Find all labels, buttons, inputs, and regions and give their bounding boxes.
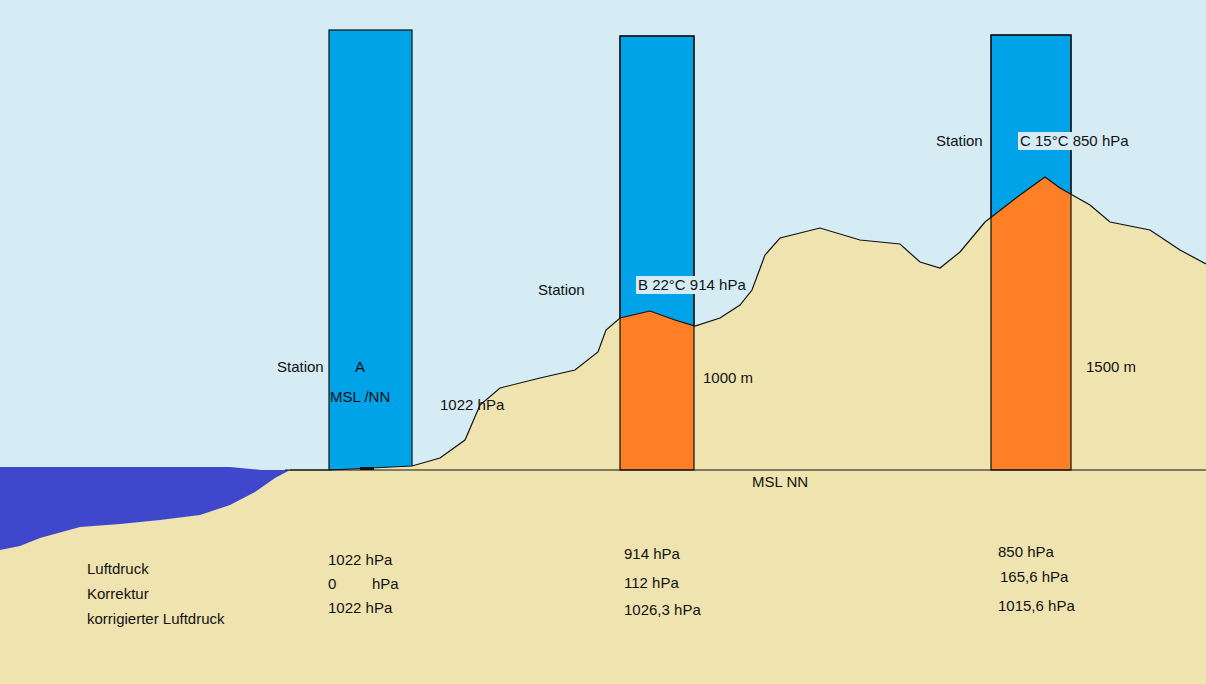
station-label: Station	[936, 132, 983, 150]
missing-air-column	[991, 0, 1071, 470]
sea	[0, 467, 290, 550]
table-cell: hPa	[372, 575, 399, 593]
station-reading: C 15°C 850 hPa	[1018, 132, 1131, 150]
station-label: Station	[538, 281, 585, 299]
table-cell: 0	[328, 575, 336, 593]
table-cell: 1022 hPa	[328, 599, 392, 617]
air-column	[329, 30, 412, 470]
station-marker	[360, 467, 374, 470]
station-letter: A	[355, 358, 365, 376]
table-cell: 850 hPa	[998, 543, 1054, 561]
sea-level-label: MSL NN	[752, 473, 808, 491]
sea-level-label: MSL /NN	[330, 388, 390, 406]
station-label: Station	[277, 358, 324, 376]
row-heading: korrigierter Luftdruck	[87, 610, 225, 628]
column-outline	[991, 35, 1071, 470]
table-cell: 914 hPa	[624, 545, 680, 563]
height-label: 1000 m	[703, 369, 753, 387]
pressure-value: 1022 hPa	[440, 396, 504, 414]
row-heading: Korrektur	[87, 585, 149, 603]
row-heading: Luftdruck	[87, 560, 149, 578]
msl-line	[290, 469, 1206, 470]
table-cell: 112 hPa	[624, 574, 679, 592]
station-reading: B 22°C 914 hPa	[636, 276, 748, 294]
missing-air-column	[620, 0, 694, 470]
table-cell: 165,6 hPa	[1000, 568, 1068, 586]
table-cell: 1022 hPa	[328, 551, 392, 569]
terrain-outline	[285, 177, 1206, 470]
column-outline	[620, 36, 694, 470]
table-cell: 1015,6 hPa	[998, 597, 1075, 615]
table-cell: 1026,3 hPa	[624, 601, 701, 619]
height-label: 1500 m	[1086, 358, 1136, 376]
